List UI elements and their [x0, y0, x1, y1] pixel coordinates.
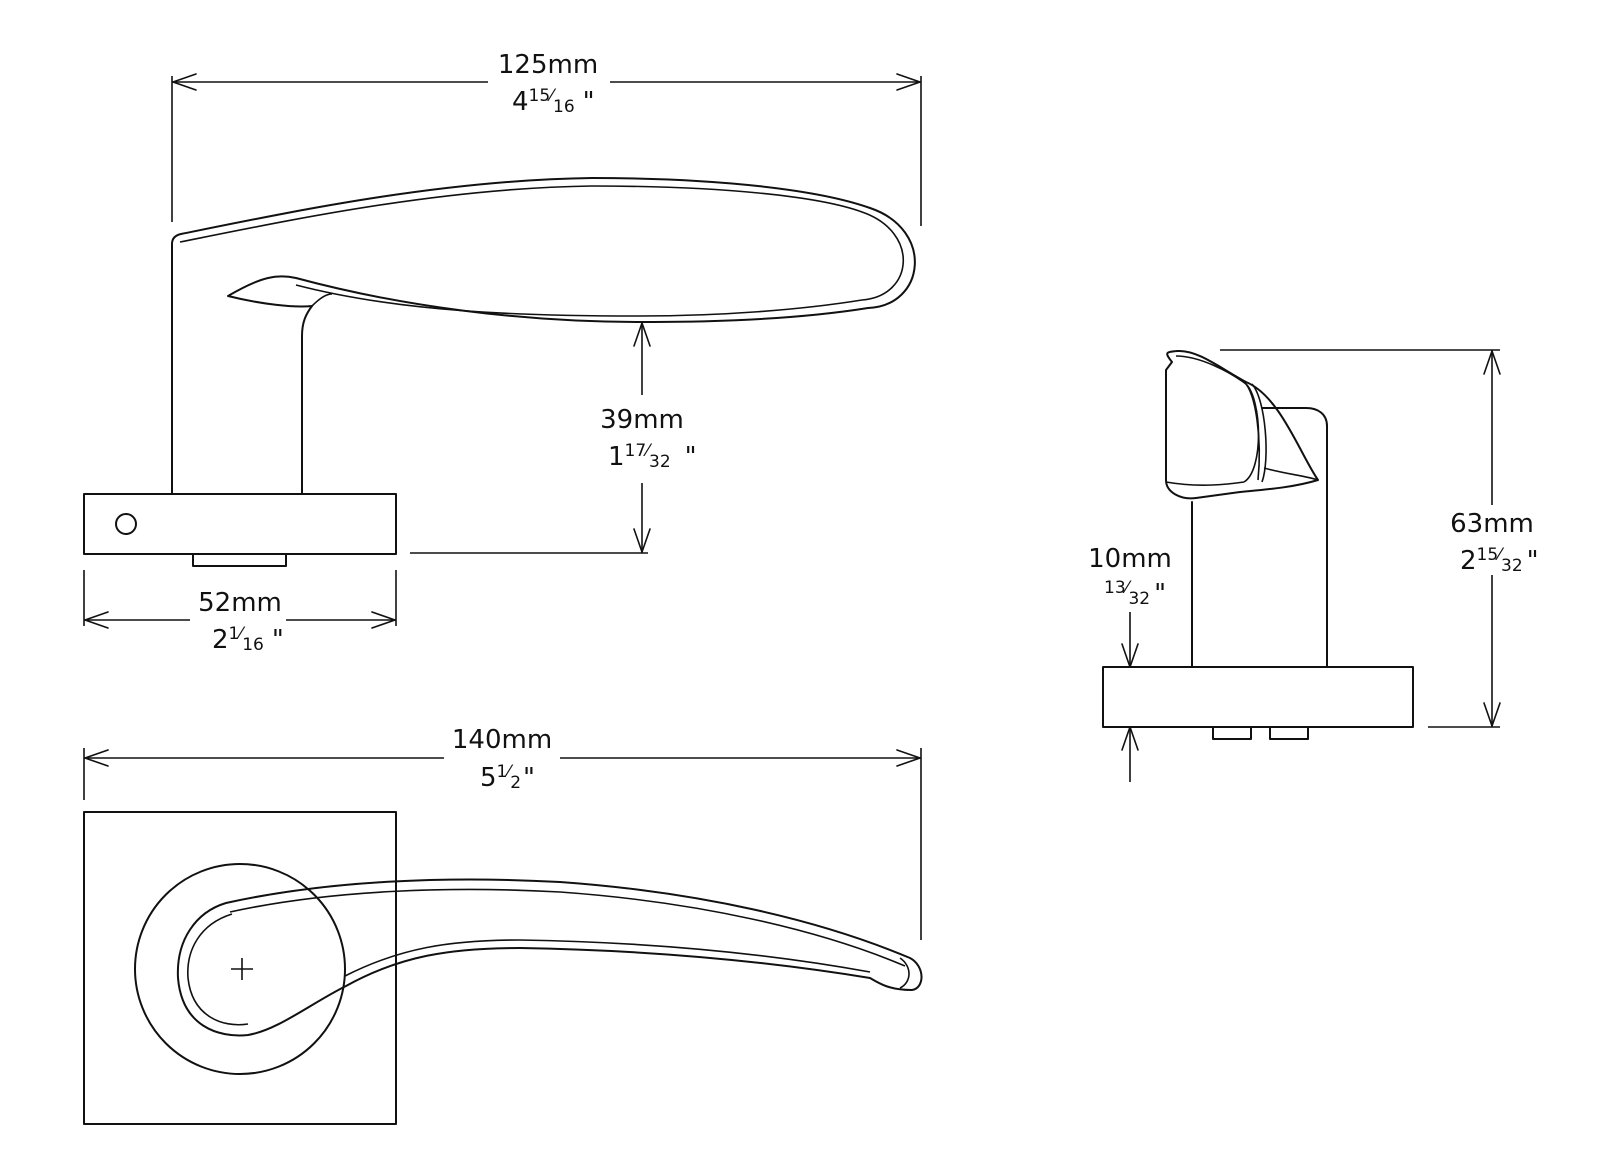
dim-rose-width: 52mm 21⁄16" [198, 588, 284, 655]
dim-total-length-metric: 140mm [452, 725, 552, 755]
side-grip-inner [1165, 355, 1260, 486]
side-view [1102, 349, 1414, 740]
rose-plate [83, 493, 397, 555]
lever-front-lower-edge [344, 939, 871, 977]
dim-rose-thickness: 10mm 13⁄32" [1088, 544, 1172, 609]
lever-top-edge [179, 185, 905, 301]
lever-front-edge [229, 888, 906, 967]
lever-tip [899, 957, 910, 989]
front-view [83, 811, 923, 1125]
dimension-lines [83, 73, 1501, 940]
side-grip [1165, 349, 1319, 500]
side-grip-flange [1263, 467, 1319, 481]
round-rose [134, 863, 346, 1075]
square-rose [83, 811, 397, 1125]
dim-total-length: 140mm 51⁄2" [452, 725, 552, 793]
dim-projection: 63mm 215⁄32" [1450, 509, 1539, 576]
lever-inner-curl [187, 913, 249, 1026]
dim-handle-length-metric: 125mm [498, 50, 598, 80]
dim-rose-thickness-metric: 10mm [1088, 544, 1172, 574]
spindle-tab [192, 553, 287, 567]
lever-front-outline [176, 878, 923, 1037]
side-tab-left [1212, 726, 1252, 740]
dim-projection-metric: 63mm [1450, 509, 1534, 539]
dim-rose-width-metric: 52mm [198, 588, 282, 618]
dim-total-length-imperial: 51⁄2" [480, 762, 535, 793]
dim-handle-length: 125mm 415⁄16" [498, 50, 598, 117]
side-rose-plate [1102, 666, 1414, 728]
dim-handle-length-imperial: 415⁄16" [512, 86, 595, 117]
dim-rose-width-imperial: 21⁄16" [212, 624, 284, 655]
dim-rose-thickness-imperial: 13⁄32" [1104, 578, 1166, 609]
screw-hole [115, 513, 137, 535]
side-neck [1191, 407, 1328, 668]
lever-top-outline [171, 177, 916, 494]
lever-top-lower-edge [295, 284, 863, 317]
dim-handle-height: 39mm 117⁄32" [600, 405, 697, 472]
dim-handle-height-imperial: 117⁄32" [608, 441, 697, 472]
top-view [83, 177, 916, 567]
side-grip-collar [1243, 381, 1267, 483]
side-tab-right [1269, 726, 1309, 740]
dim-projection-imperial: 215⁄32" [1460, 545, 1539, 576]
lever-neck-edge [311, 293, 333, 307]
dim-handle-height-metric: 39mm [600, 405, 684, 435]
